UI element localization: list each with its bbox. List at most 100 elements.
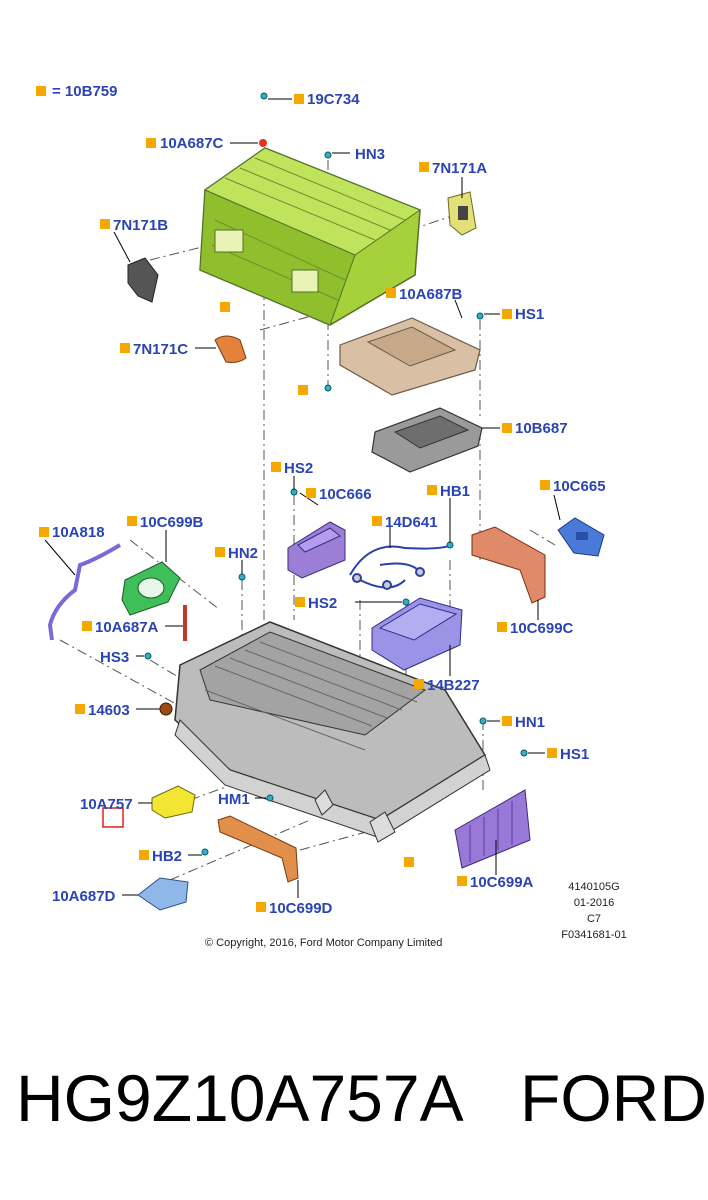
svg-text:14B227: 14B227 [427,677,480,694]
svg-text:HS1: HS1 [560,746,589,763]
svg-text:HS2: HS2 [308,595,337,612]
svg-text:10A687D: 10A687D [52,888,116,905]
legend-square [404,857,414,867]
strip-10a687a [183,605,187,641]
svg-text:10C699D: 10C699D [269,900,333,917]
svg-text:10C699C: 10C699C [510,620,574,637]
legend: = 10B759 [36,83,117,100]
legend-text: = 10B759 [52,83,117,100]
callout-hm1[interactable]: HM1 [218,791,250,808]
callout-14603[interactable]: 14603 [75,702,130,719]
part-14603 [159,702,173,716]
callout-hs3[interactable]: HS3 [100,649,129,666]
bracket-7n171b [127,257,159,303]
callout-10c665[interactable]: 10C665 [540,478,606,495]
svg-text:HS3: HS3 [100,649,129,666]
callout-hs1-top[interactable]: HS1 [502,306,544,323]
svg-text:10A818: 10A818 [52,524,105,541]
svg-text:10A757: 10A757 [80,796,133,813]
callout-10b687[interactable]: 10B687 [502,420,568,437]
wire-harness-14d641 [349,544,453,590]
leader-lines [44,98,561,898]
callout-10c699d[interactable]: 10C699D [256,900,333,917]
plate-10a687d [137,877,189,911]
svg-text:10B687: 10B687 [515,420,568,437]
callout-10a687a[interactable]: 10A687A [82,619,159,636]
cable-10a818 [47,543,122,641]
svg-text:10C665: 10C665 [553,478,606,495]
legend-square [298,385,308,395]
callout-10a687b[interactable]: 10A687B [386,286,463,303]
callout-10c699b[interactable]: 10C699B [127,514,204,531]
callout-7n171a[interactable]: 7N171A [419,160,487,177]
bracket-10c699a [454,789,531,869]
callout-7n171c[interactable]: 7N171C [120,341,188,358]
bracket-10a757 [151,785,196,819]
callout-hs2-mid[interactable]: HS2 [295,595,337,612]
svg-text:10A687B: 10A687B [399,286,463,303]
footer: HG9Z10A757A FORD [0,1050,708,1170]
callout-10c699a[interactable]: 10C699A [457,874,534,891]
plate-10a687b [339,317,481,396]
legend-square [36,86,46,96]
svg-text:14D641: 14D641 [385,514,438,531]
svg-text:10C666: 10C666 [319,486,372,503]
callout-hs1-bot[interactable]: HS1 [547,746,589,763]
svg-text:19C734: 19C734 [307,91,360,108]
svg-text:C7: C7 [587,913,601,925]
drawing-meta: 4140105G 01-2016 C7 F0341681-01 [561,881,626,941]
copyright: © Copyright, 2016, Ford Motor Company Li… [205,937,442,949]
svg-text:HN1: HN1 [515,714,545,731]
callout-7n171b[interactable]: 7N171B [100,217,168,234]
svg-text:7N171B: 7N171B [113,217,168,234]
box-14b227 [371,597,463,671]
callouts: 19C734 10A687C HN3 7N171A 7N171B 10A687B… [39,91,606,917]
svg-text:10C699A: 10C699A [470,874,534,891]
callout-10a687d[interactable]: 10A687D [52,888,116,905]
legend-square [220,302,230,312]
callout-hn1[interactable]: HN1 [502,714,545,731]
callout-14b227[interactable]: 14B227 [414,677,480,694]
svg-text:4140105G: 4140105G [568,881,619,893]
svg-text:7N171A: 7N171A [432,160,487,177]
svg-text:HN2: HN2 [228,545,258,562]
callout-hs2-top[interactable]: HS2 [271,460,313,477]
battery-cover-tray [199,147,422,326]
callout-10c666[interactable]: 10C666 [306,486,372,503]
svg-text:F0341681-01: F0341681-01 [561,929,626,941]
callout-10c699c[interactable]: 10C699C [497,620,574,637]
plate-10b687 [371,407,483,473]
connector-10c665 [557,517,605,557]
part-number: HG9Z10A757A [16,1061,464,1135]
svg-text:HB2: HB2 [152,848,182,865]
module-10c666 [287,521,346,579]
callout-hb1[interactable]: HB1 [427,483,470,500]
svg-text:HB1: HB1 [440,483,470,500]
fasteners [144,92,528,856]
callout-hn3[interactable]: HN3 [355,146,385,163]
callout-10a757[interactable]: 10A757 [80,796,133,813]
callout-10a687c[interactable]: 10A687C [146,135,224,152]
svg-text:HN3: HN3 [355,146,385,163]
svg-text:14603: 14603 [88,702,130,719]
brand-name: FORD [520,1061,707,1135]
svg-text:10A687A: 10A687A [95,619,159,636]
highlight-box [102,807,124,828]
svg-text:10C699B: 10C699B [140,514,204,531]
parts-diagram: = 10B759 [36,83,627,949]
fastener-red [259,139,267,147]
svg-text:HS2: HS2 [284,460,313,477]
bracket-10c699d [217,815,299,883]
svg-text:HM1: HM1 [218,791,250,808]
svg-text:10A687C: 10A687C [160,135,224,152]
callout-19c734[interactable]: 19C734 [294,91,360,108]
callout-hn2[interactable]: HN2 [215,545,258,562]
svg-text:7N171C: 7N171C [133,341,188,358]
callout-hb2[interactable]: HB2 [139,848,182,865]
battery-housing [174,621,491,867]
bracket-7n171c [214,335,247,363]
bracket-10c699c [471,526,546,604]
svg-text:HS1: HS1 [515,306,544,323]
callout-14d641[interactable]: 14D641 [372,514,438,531]
callout-10a818[interactable]: 10A818 [39,524,105,541]
